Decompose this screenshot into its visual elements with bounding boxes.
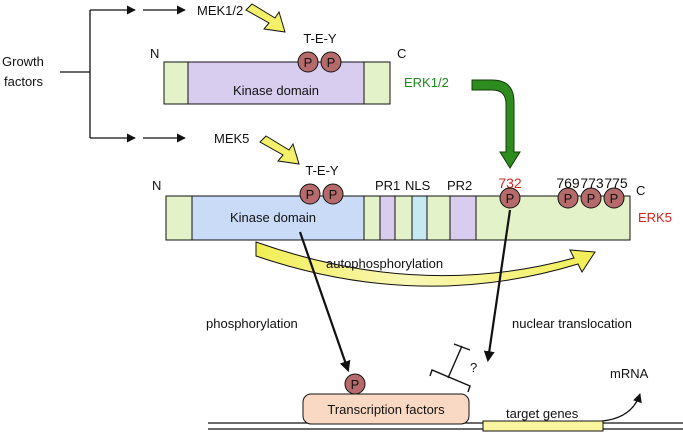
erk5-phospho-773 (580, 187, 602, 209)
erk5-pr2-region (449, 195, 477, 241)
nuclear-translocation-arrow (483, 209, 512, 363)
autophosphorylation-arrow (255, 241, 596, 287)
phosphorylation-label: phosphorylation (206, 316, 298, 331)
question-mark: ? (470, 360, 477, 375)
erk5-phospho-t (299, 183, 321, 205)
erk12-name-label: ERK1/2 (404, 75, 449, 90)
erk5-n-terminus: N (152, 178, 161, 193)
erk5-site-775-label: 775 (604, 175, 628, 191)
erk5-phospho-773-label: P (587, 191, 596, 206)
erk5-phospho-775 (603, 187, 625, 209)
mek12-yellow-arrow (245, 3, 286, 33)
erk12-tey-motif: T-E-Y (303, 31, 337, 46)
erk5-c-terminus: C (636, 183, 645, 198)
erk5-site-773-label: 773 (580, 175, 604, 191)
growth-factors-label-line1: Growth (2, 54, 44, 69)
erk5-phospho-t-label: P (306, 187, 315, 202)
erk5-pr1-label: PR1 (375, 178, 400, 193)
erk5-phospho-y (322, 183, 344, 205)
erk5-phospho-732-label: P (506, 191, 515, 206)
erk12-phospho-y-label: P (327, 55, 336, 70)
erk5-phospho-y-label: P (329, 187, 338, 202)
tf-phospho-label: P (351, 377, 360, 392)
erk12-n-terminus: N (150, 46, 159, 61)
inhibition-bracket (429, 343, 471, 393)
erk5-pr2-label: PR2 (447, 178, 472, 193)
erk5-site-769-label: 769 (556, 175, 580, 191)
erk12-protein: N C Kinase domain T-E-Y P P ERK1/2 (150, 31, 449, 105)
erk5-kinase-domain-label: Kinase domain (230, 210, 316, 225)
erk5-phospho-732 (499, 187, 521, 209)
erk12-phospho-t (297, 51, 319, 73)
erk12-kinase-domain-label: Kinase domain (233, 83, 319, 98)
transcription-factors-box (302, 393, 470, 425)
erk5-name-label: ERK5 (638, 210, 672, 225)
mrna-arrow (601, 393, 642, 422)
mek5-yellow-arrow (259, 135, 300, 165)
target-genes-label: target genes (506, 406, 579, 421)
erk12-to-732-green-arrow (471, 79, 521, 169)
erk5-nls-label: NLS (405, 178, 431, 193)
target-gene-segment (482, 420, 604, 432)
erk5-site-732-label: 732 (498, 175, 522, 191)
nuclear-translocation-label: nuclear translocation (512, 316, 632, 331)
phosphorylation-arrow (298, 231, 351, 373)
erk12-phospho-t-label: P (304, 55, 313, 70)
erk12-c-terminus: C (397, 46, 406, 61)
erk5-phospho-775-label: P (610, 191, 619, 206)
erk5-protein: N C Kinase domain PR1 NLS PR2 T-E-Y P P … (152, 163, 672, 241)
mek5-label: MEK5 (214, 131, 249, 146)
autophosphorylation-label: autophosphorylation (326, 256, 443, 271)
erk12-phospho-y (320, 51, 342, 73)
erk5-phospho-769 (557, 187, 579, 209)
mek12-label: MEK1/2 (197, 3, 243, 18)
erk5-phospho-769-label: P (564, 191, 573, 206)
transcription-factors-label: Transcription factors (327, 402, 445, 417)
growth-factors-branch (60, 5, 186, 143)
mrna-label: mRNA (610, 366, 649, 381)
tf-phospho (344, 373, 366, 395)
growth-factors-label-line2: factors (4, 74, 44, 89)
erk5-pr1-region (379, 195, 396, 241)
erk5-nls-region (411, 195, 428, 241)
erk5-tey-motif: T-E-Y (305, 163, 339, 178)
